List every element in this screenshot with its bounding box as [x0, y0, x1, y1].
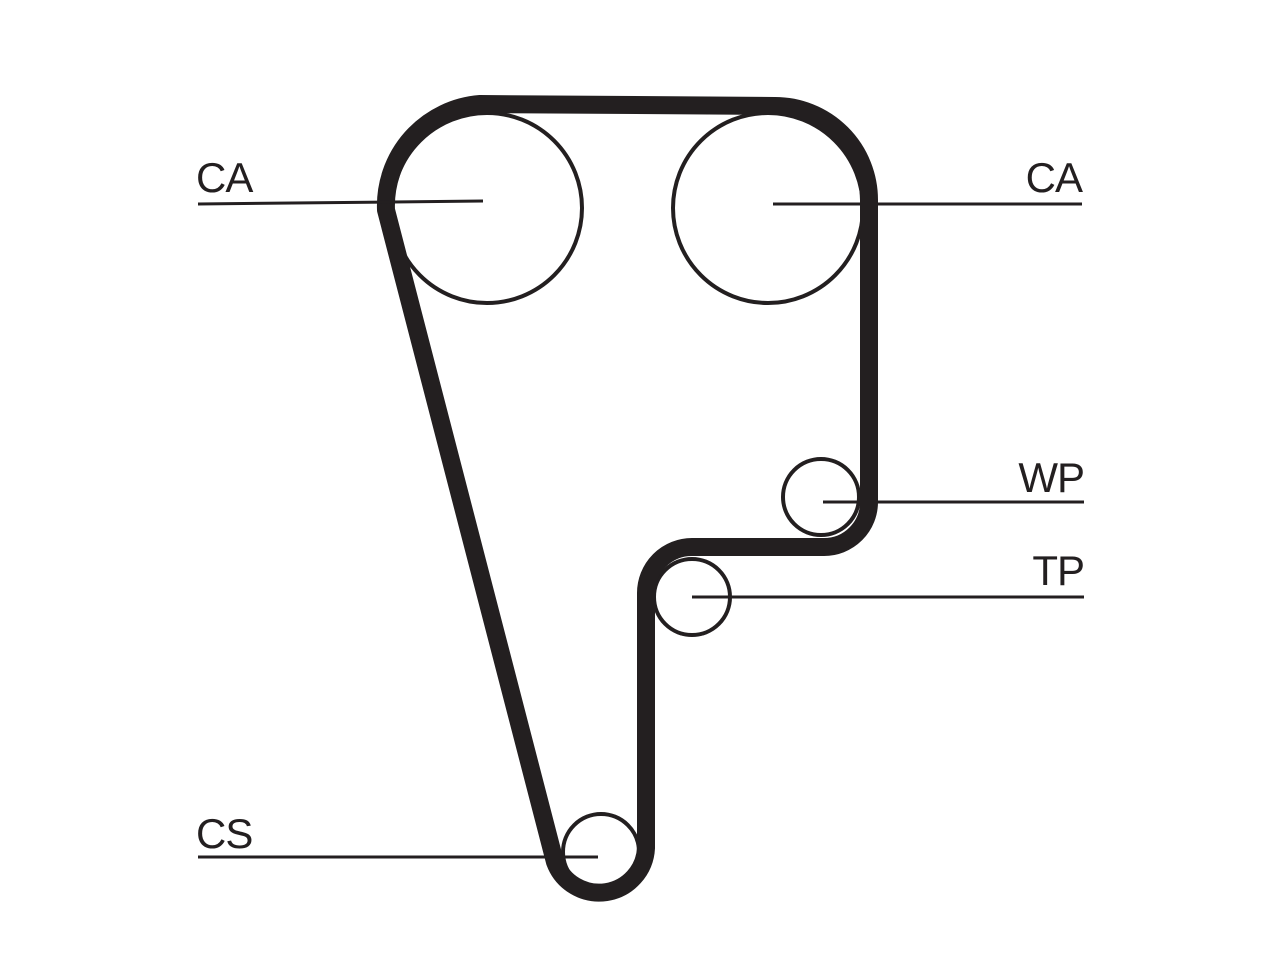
- camshaft-right-pulley: [671, 111, 865, 305]
- timing-belt: [376, 95, 878, 902]
- label-camshaft-left: CA: [196, 154, 253, 201]
- label-crankshaft: CS: [196, 810, 252, 857]
- leader-line-camshaft-left: [197, 199, 484, 206]
- label-camshaft-right: CA: [1026, 154, 1083, 201]
- label-water-pump: WP: [1018, 454, 1084, 501]
- label-tensioner-pulley: TP: [1032, 547, 1084, 594]
- water-pump-pulley: [781, 457, 861, 537]
